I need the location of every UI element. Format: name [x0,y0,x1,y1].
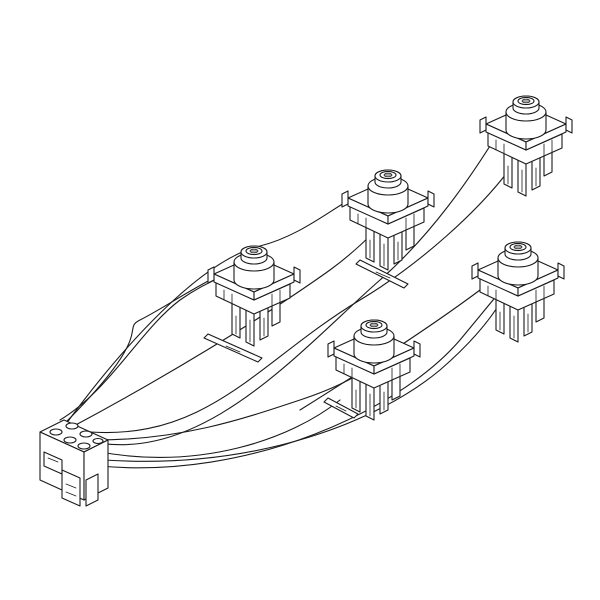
wire-switch-4 [95,371,363,441]
wire-bundle [57,119,513,469]
switch-module-4 [471,241,565,343]
wire-ties [203,259,409,419]
wire-switch-5 [103,299,503,462]
switch-module-2 [341,169,435,271]
wire-switch-2b [65,195,357,425]
wire-switch-1 [89,165,513,434]
wire-tie-2 [355,259,409,289]
wire-switch-1b [83,119,507,446]
wire-switch-5b [99,279,511,469]
wire-switch-4b [99,399,341,458]
switch-module-1 [479,95,573,197]
wire-tie-3 [323,397,359,419]
harness-connector [39,419,109,507]
switch-module-3 [207,245,301,347]
wire-tie-1 [203,333,263,363]
wire-switch-5c [299,289,481,411]
wire-switch-3b [57,277,215,431]
